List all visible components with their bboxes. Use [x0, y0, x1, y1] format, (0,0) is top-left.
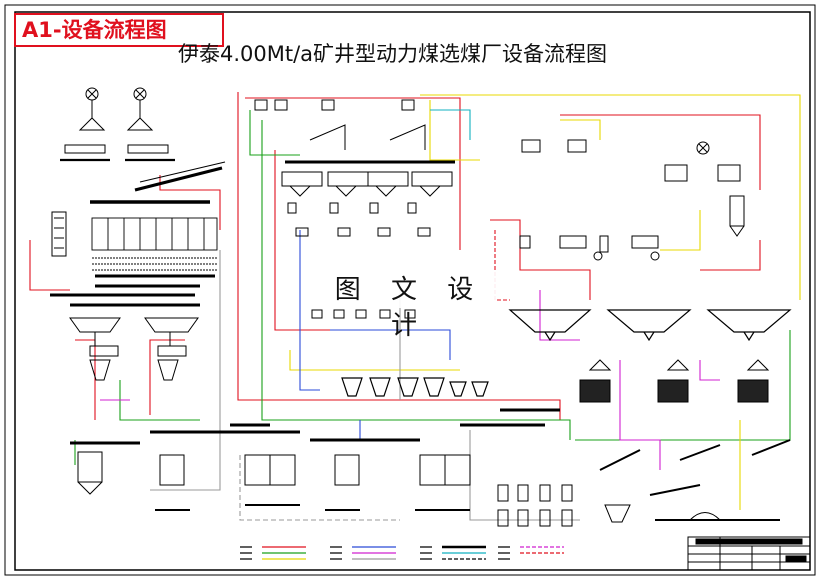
drawing-tag: A1-设备流程图 [14, 13, 224, 47]
red-pipe [149, 339, 185, 415]
crusher-icon [51, 211, 67, 257]
pump-icon [287, 202, 431, 319]
screen-icon [91, 217, 218, 288]
green-pipe [261, 120, 571, 440]
red-pipe [700, 240, 761, 271]
yellow-pipe [660, 210, 701, 251]
red-pipe [494, 230, 510, 301]
product-bin-icon [341, 377, 489, 397]
screen-icon [69, 317, 199, 346]
red-pipe [245, 97, 461, 250]
pump-icon [664, 141, 745, 237]
pump-icon [155, 484, 631, 527]
dense-medium-cyclone-icon [281, 171, 453, 197]
yellow-pipe [289, 350, 460, 371]
screen-icon [254, 99, 426, 150]
blue-pipe [299, 230, 320, 391]
belt-conveyor-icon [50, 293, 200, 307]
product-bin-icon [77, 451, 471, 495]
belt-conveyor-icon [134, 161, 226, 192]
gray-pipe [150, 250, 221, 491]
drawing-title: 伊泰4.00Mt/a矿井型动力煤选煤厂设备流程图 [178, 42, 608, 66]
watermark: 图 文 设 计 [322, 272, 497, 341]
gray-pipe [469, 430, 580, 521]
red-pipe [274, 150, 330, 331]
green-pipe [249, 110, 300, 156]
legend [240, 545, 564, 560]
dense-medium-cyclone-icon [89, 345, 187, 381]
red-pipe [237, 92, 561, 420]
belt-conveyor-icon [599, 439, 791, 496]
filter-press-icon [579, 359, 770, 403]
raw-coal-bunker-icon [60, 87, 175, 162]
red-pipe [560, 114, 761, 190]
red-pipe [29, 240, 70, 291]
filter-press-icon [519, 139, 660, 261]
thickener-icon [508, 309, 792, 342]
magenta-pipe [539, 290, 580, 341]
yellow-pipe [429, 100, 480, 161]
gray-pipe [239, 455, 400, 521]
blue-pipe [330, 420, 361, 441]
stockpile-icon [655, 512, 780, 521]
cyan-pipe [430, 109, 471, 140]
red-pipe [490, 219, 591, 300]
magenta-pipe [619, 360, 661, 470]
yellow-pipe [560, 119, 601, 140]
belt-conveyor-icon [70, 408, 560, 445]
title-block-icon [687, 536, 811, 571]
green-pipe [119, 380, 200, 421]
magenta-pipe [699, 360, 720, 381]
outer-frame [4, 4, 816, 576]
inner-frame [14, 11, 811, 571]
yellow-pipe [420, 94, 801, 300]
blue-pipe [330, 329, 451, 360]
red-pipe [75, 339, 96, 420]
